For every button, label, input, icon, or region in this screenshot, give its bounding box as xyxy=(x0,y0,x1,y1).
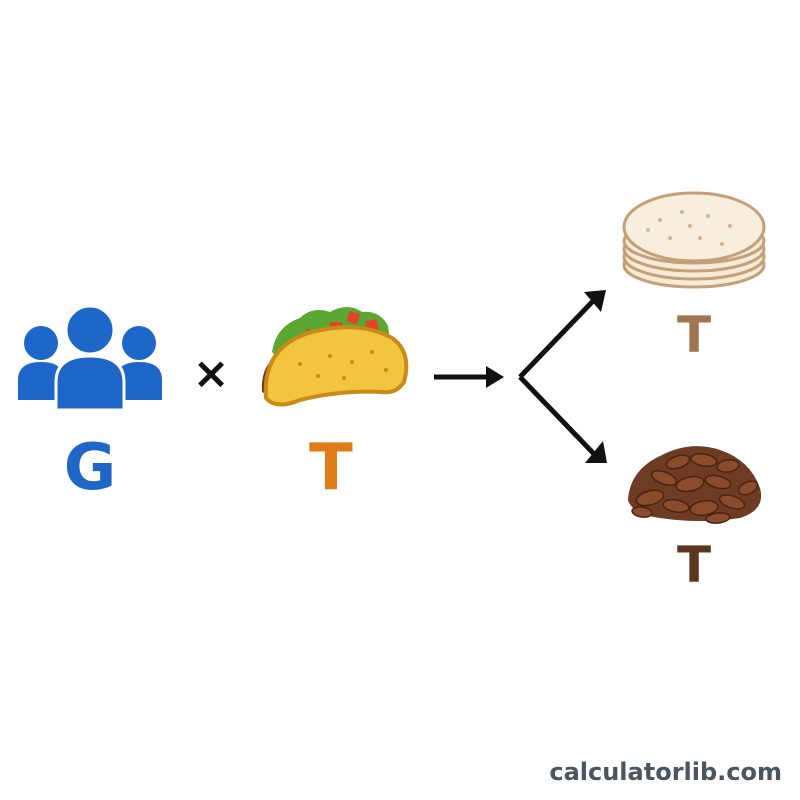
multiply-sign: × xyxy=(193,348,230,399)
site-watermark: calculatorlib.com xyxy=(549,758,782,786)
result-arrow-head xyxy=(486,366,504,388)
people-group-icon xyxy=(18,304,162,412)
guests-label: G xyxy=(64,431,117,505)
branch-arrow-down-head xyxy=(585,441,607,463)
ground-meat-icon xyxy=(628,446,762,524)
tortilla-stack-icon xyxy=(622,191,766,289)
tortilla-spots xyxy=(646,210,732,246)
branch-arrow-up-head xyxy=(584,290,606,312)
tortillas-label: T xyxy=(677,306,711,364)
meat-label: T xyxy=(677,536,711,594)
taco-icon xyxy=(261,307,409,407)
branch-arrows xyxy=(518,298,598,458)
tacos-per-guest-label: T xyxy=(309,431,353,505)
